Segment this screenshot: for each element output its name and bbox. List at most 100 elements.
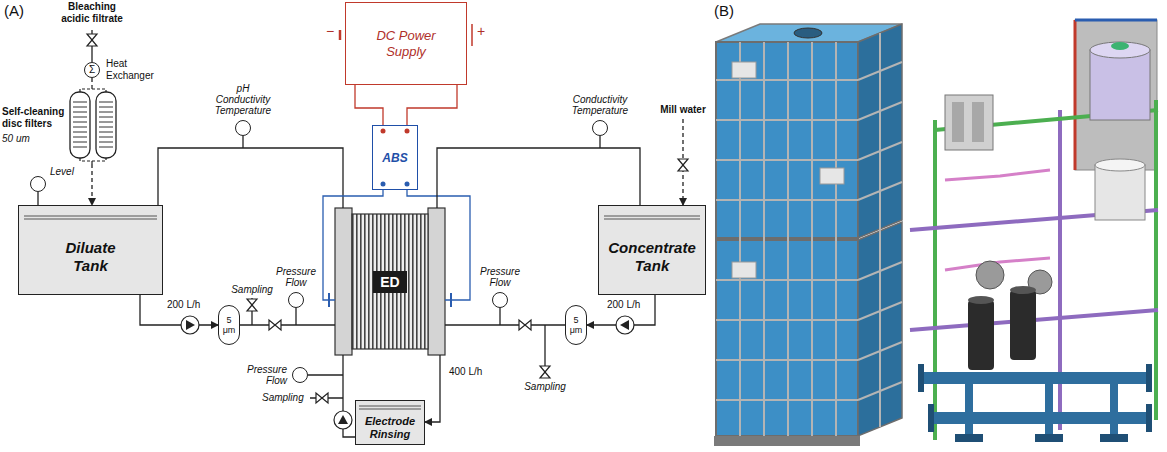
heat-exchanger-symbol: ΣHeat Exchanger: [84, 62, 100, 78]
frame-post: [1154, 100, 1158, 420]
tote-plate: [732, 62, 756, 78]
mesh-size: 50 um: [2, 133, 30, 145]
pipe-flange: [928, 404, 934, 432]
terminal-dot: [381, 182, 386, 187]
panel-letter: (A): [4, 2, 24, 19]
water-level: [24, 219, 157, 220]
sensor-stem: [242, 136, 243, 148]
pipe-foot: [1100, 434, 1128, 442]
disc-filter-pair: Self-cleaning disc filters 50 um: [2, 86, 124, 164]
pipe-connector: [407, 190, 470, 300]
sensor-stem: [308, 374, 343, 375]
filter-discs: [73, 102, 113, 147]
concentrate-tank: Concentrate Tank: [598, 205, 706, 295]
sensor-label: Pressure Flow: [276, 266, 316, 288]
power-supply-box: DC Power Supply: [345, 2, 467, 85]
pipe-support: [1110, 384, 1118, 434]
tank-label: Diluate Tank: [65, 239, 115, 275]
electrode-terminal: [328, 293, 330, 307]
pipe-connector: [425, 355, 440, 422]
ph-sensor: pH Conductivity Temperature: [235, 120, 251, 136]
sensor-label: Level: [50, 166, 74, 178]
pipe: [920, 372, 1150, 384]
sampling-label: Sampling: [524, 381, 566, 393]
sampling-label: Sampling: [231, 284, 273, 296]
membrane-stack: [352, 214, 428, 349]
terminal-dot: [381, 129, 386, 134]
pipe-support: [965, 384, 973, 434]
diluate-tank: Diluate Tank: [18, 205, 163, 295]
stack-plate: [952, 102, 964, 142]
cartridge-filter: 5 μm: [565, 305, 587, 345]
valve-symbol: [525, 320, 531, 330]
vessel-top: [1095, 159, 1145, 171]
tank-fill: [18, 205, 163, 295]
water-level: [604, 216, 700, 217]
cartridge-filter: 5 μm: [218, 305, 240, 345]
mesh-size: 5 μm: [223, 315, 236, 335]
pipe-connector: [407, 85, 457, 125]
pressure-flow-sensor: Pressure Flow: [292, 367, 308, 383]
sensor-label: Conductivity Temperature: [572, 94, 628, 116]
tote-cage: [716, 33, 902, 436]
pressure-flow-sensor: Pressure Flow: [492, 292, 508, 308]
ed-label: ED: [373, 271, 406, 293]
water-level: [359, 409, 421, 410]
pipe-flange: [1146, 364, 1152, 392]
filter-housing: [968, 300, 994, 370]
pipe-connector: [445, 324, 565, 325]
valve-symbol: [322, 393, 328, 403]
terminal-dot: [405, 182, 410, 187]
filter-label: Self-cleaning disc filters: [2, 106, 72, 130]
pipe-connector: [437, 148, 640, 208]
stack-unit: [945, 95, 993, 150]
panel-edge: [1074, 20, 1077, 170]
pipe-connector: [240, 324, 335, 325]
tank-label: Concentrate Tank: [608, 239, 696, 275]
pressure-flow-sensor: Pressure Flow: [288, 292, 304, 308]
pump-symbol: [334, 411, 352, 429]
pipe-connector: [37, 192, 38, 205]
stack-plate: [972, 102, 984, 142]
filter-cap: [968, 296, 994, 304]
vessel: [1095, 165, 1145, 220]
filter-cap: [1010, 286, 1036, 294]
abs-box: ABS: [372, 125, 418, 190]
vessel: [1090, 50, 1150, 120]
valve-symbol: [540, 372, 550, 378]
mesh-size: 5 μm: [570, 315, 583, 335]
water-level: [24, 216, 157, 217]
abs-label: ABS: [382, 151, 407, 165]
pipe-connector: [91, 78, 92, 86]
panel-letter: (B): [714, 2, 734, 19]
valve-symbol: [87, 40, 97, 46]
water-level: [359, 406, 421, 407]
heat-exchanger-label: Heat Exchanger: [106, 58, 154, 82]
vessel-top: [1090, 42, 1150, 58]
pump-direction: [620, 320, 629, 330]
pipe-connector: [140, 295, 218, 325]
tank-fill: [355, 400, 425, 445]
sensor-stem: [599, 136, 600, 148]
pump-unit: [976, 261, 1004, 289]
end-plate: [428, 208, 445, 355]
pipe-flange: [918, 364, 924, 392]
tote-pallet: [714, 436, 860, 446]
pipe-connector: [355, 85, 383, 125]
tote-cap: [794, 28, 822, 38]
battery-plate: [471, 24, 473, 46]
panel-edge: [1075, 19, 1157, 22]
tote-plate: [820, 168, 844, 184]
back-panel: [1075, 20, 1157, 170]
inlet-label: Bleaching acidic filtrate: [54, 1, 130, 25]
pipe-foot: [1035, 434, 1063, 442]
valve-symbol: [247, 305, 257, 311]
power-supply-label: DC Power Supply: [360, 28, 452, 60]
tubing: [945, 170, 1050, 180]
electrode-terminal: [450, 293, 452, 307]
conductivity-sensor: Conductivity Temperature: [592, 120, 608, 136]
pump-symbol: [616, 316, 634, 334]
tote-plate: [732, 262, 756, 278]
